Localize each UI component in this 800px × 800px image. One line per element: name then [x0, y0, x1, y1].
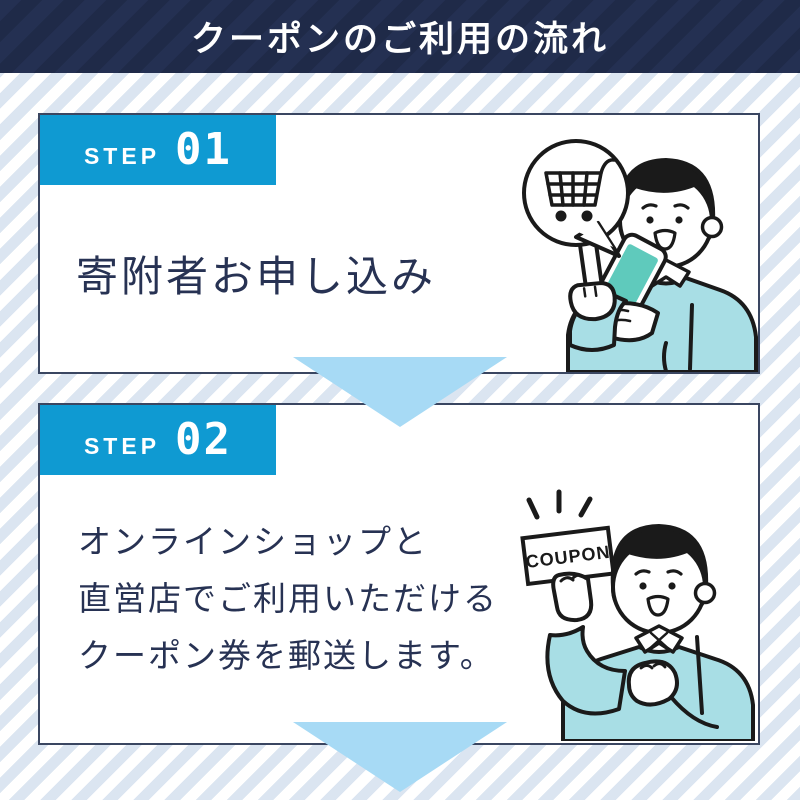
- ear: [700, 215, 724, 239]
- step-2-description: オンラインショップと 直営店でご利用いただける クーポン券を郵送します。: [78, 515, 498, 686]
- mouth: [653, 228, 677, 251]
- step-2-card: STEP 02 オンラインショップと 直営店でご利用いただける クーポン券を郵送…: [38, 403, 760, 745]
- person-with-smartphone: [566, 158, 758, 372]
- person-holding-coupon: [545, 524, 755, 741]
- speech-bubble: [522, 139, 630, 258]
- mouth: [646, 594, 670, 617]
- step-number: 01: [175, 124, 233, 175]
- step-1-badge: STEP 01: [40, 115, 276, 185]
- hand-gripping-coupon: [551, 571, 594, 623]
- header-banner: クーポンのご利用の流れ: [0, 0, 800, 73]
- page-title: クーポンのご利用の流れ: [190, 20, 609, 59]
- step-2-illustration: COUPON: [520, 489, 755, 741]
- fist-on-chest: [626, 659, 679, 707]
- down-arrow-2: [293, 722, 507, 792]
- ear: [693, 581, 717, 605]
- step-number: 02: [175, 414, 233, 465]
- step-label: STEP: [83, 433, 161, 459]
- step-2-line-1: オンラインショップと: [78, 525, 428, 561]
- emphasis-lines: [526, 489, 593, 520]
- pointing-hand: [568, 231, 617, 322]
- step-1-description: 寄附者お申し込み: [76, 255, 437, 301]
- step-label: STEP: [83, 143, 161, 169]
- step-2-line-3: クーポン券を郵送します。: [78, 639, 495, 675]
- face: [610, 524, 717, 635]
- step-1-card: STEP 01 寄附者お申し込み: [38, 113, 760, 374]
- step-2-line-2: 直営店でご利用いただける: [78, 582, 498, 618]
- shopping-cart-icon: [544, 158, 616, 207]
- face: [617, 158, 724, 269]
- step-1-illustration: [522, 139, 758, 372]
- step-2-badge: STEP 02: [40, 405, 276, 475]
